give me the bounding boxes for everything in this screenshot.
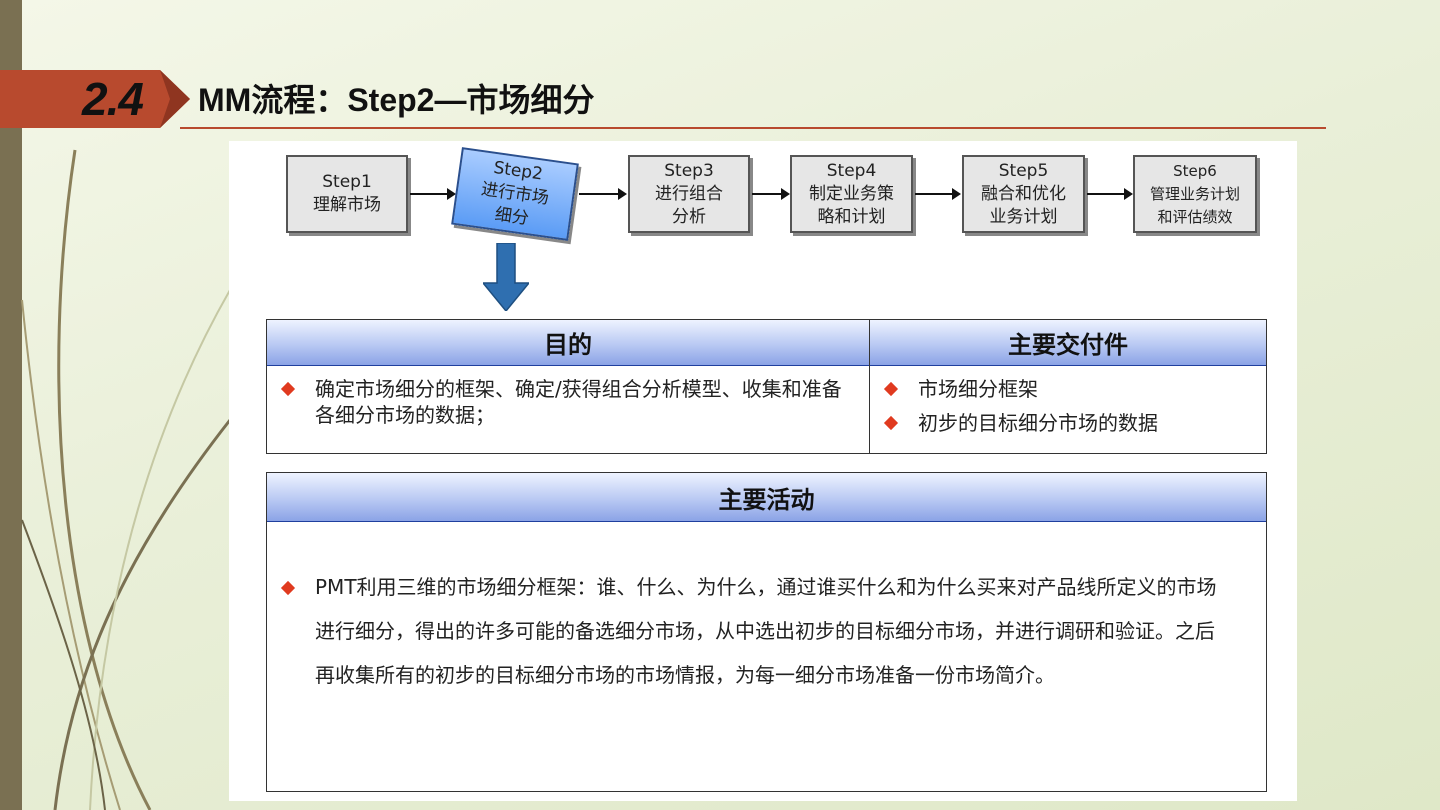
down-arrow-icon — [483, 243, 529, 311]
deliverables-box: 主要交付件 市场细分框架 初步的目标细分市场的数据 — [869, 319, 1267, 454]
purpose-item: 确定市场细分的框架、确定/获得组合分析模型、收集和准备各细分市场的数据； — [277, 376, 847, 428]
flow-arrow — [1087, 188, 1133, 200]
deliverables-heading: 主要交付件 — [870, 320, 1266, 366]
deliverable-item: 初步的目标细分市场的数据 — [880, 410, 1250, 436]
flow-arrow — [579, 188, 627, 200]
deliverable-item-text: 市场细分框架 — [918, 377, 1038, 401]
decorative-curves — [21, 149, 232, 810]
section-number: 2.4 — [82, 73, 144, 125]
activities-heading: 主要活动 — [267, 473, 1266, 522]
left-accent-bar — [0, 0, 22, 810]
flow-arrow — [752, 188, 790, 200]
activities-box: 主要活动 PMT利用三维的市场细分框架：谁、什么、为什么，通过谁买什么和为什么买… — [266, 472, 1267, 792]
flow-step-3: Step3 进行组合 分析 — [628, 155, 750, 233]
flow-step-2-active: Step2 进行市场 细分 — [451, 147, 579, 241]
flow-arrow — [915, 188, 961, 200]
title-divider — [180, 127, 1326, 129]
purpose-item-text: 确定市场细分的框架、确定/获得组合分析模型、收集和准备各细分市场的数据； — [315, 377, 842, 427]
flow-step-6: Step6 管理业务计划 和评估绩效 — [1133, 155, 1257, 233]
purpose-heading: 目的 — [267, 320, 869, 366]
deliverable-item-text: 初步的目标细分市场的数据 — [918, 411, 1158, 435]
bullet-diamond-icon — [280, 580, 296, 596]
flow-arrow — [410, 188, 456, 200]
activity-item-text: PMT利用三维的市场细分框架：谁、什么、为什么，通过谁买什么和为什么买来对产品线… — [315, 575, 1217, 687]
content-panel: Step1 理解市场 Step2 进行市场 细分 Step3 进行组合 分析 S… — [229, 141, 1297, 801]
flow-step-5: Step5 融合和优化 业务计划 — [962, 155, 1085, 233]
bullet-diamond-icon — [280, 381, 296, 397]
section-band — [0, 70, 190, 128]
bullet-diamond-icon — [883, 381, 899, 397]
bullet-diamond-icon — [883, 415, 899, 431]
flow-step-1: Step1 理解市场 — [286, 155, 408, 233]
flow-step-4: Step4 制定业务策 略和计划 — [790, 155, 913, 233]
page-title: MM流程：Step2—市场细分 — [198, 82, 595, 118]
purpose-box: 目的 确定市场细分的框架、确定/获得组合分析模型、收集和准备各细分市场的数据； — [266, 319, 870, 454]
activity-item: PMT利用三维的市场细分框架：谁、什么、为什么，通过谁买什么和为什么买来对产品线… — [277, 575, 1218, 697]
deliverable-item: 市场细分框架 — [880, 376, 1250, 402]
